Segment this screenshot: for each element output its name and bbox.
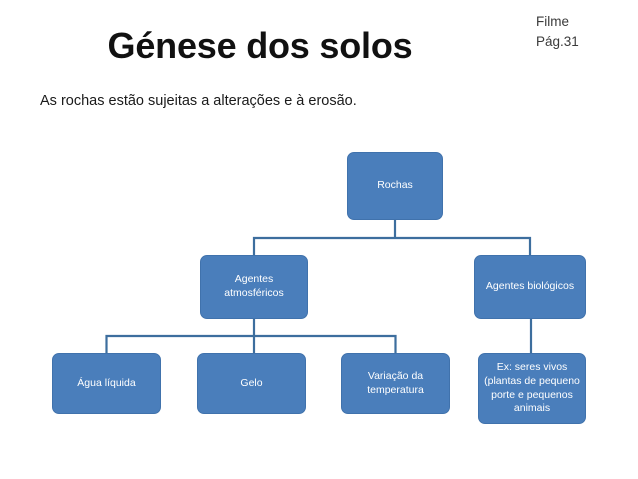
node-rochas[interactable]: Rochas <box>347 152 443 220</box>
edge-atmos-to-children <box>105 317 397 355</box>
node-agentes-atmosfericos[interactable]: Agentes atmosféricos <box>200 255 308 319</box>
corner-note: Filme Pág.31 <box>536 12 628 51</box>
corner-note-line-2: Pág.31 <box>536 33 579 49</box>
node-gelo[interactable]: Gelo <box>197 353 306 414</box>
node-agentes-biologicos[interactable]: Agentes biológicos <box>474 255 586 319</box>
page-title: Génese dos solos <box>107 25 413 66</box>
node-ex-seres-vivos[interactable]: Ex: seres vivos (plantas de pequeno port… <box>478 353 586 424</box>
subtitle-text: As rochas estão sujeitas a alterações e … <box>40 93 357 109</box>
edge-rochas-to-children <box>252 218 532 257</box>
node-variacao-da-temperatura[interactable]: Variação da temperatura <box>341 353 450 414</box>
node-agua-liquida[interactable]: Água líquida <box>52 353 161 414</box>
corner-note-line-1: Filme <box>536 14 569 29</box>
